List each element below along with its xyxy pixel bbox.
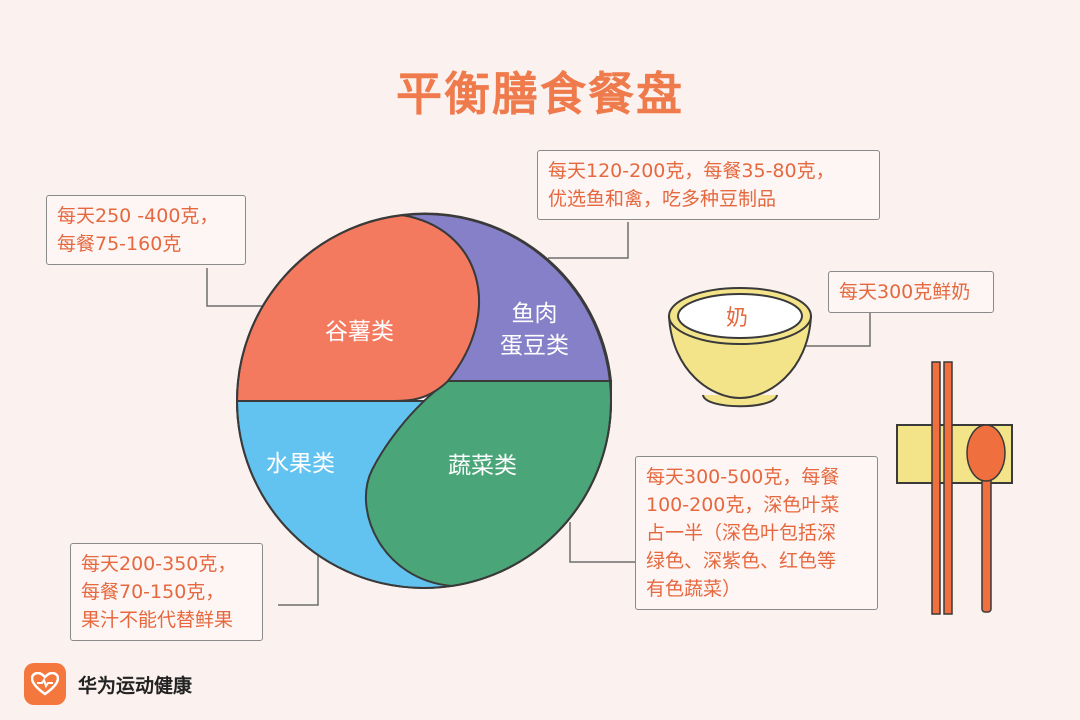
protein-label-line2: 蛋豆类 [500, 333, 569, 359]
vegetables-note-line: 每天300-500克，每餐 [646, 466, 840, 488]
grains-callout: 每天250 -400克， 每餐75-160克 [46, 195, 246, 265]
protein-label: 鱼肉 蛋豆类 [500, 298, 569, 362]
dairy-connector [780, 304, 871, 347]
grains-note-line: 每餐75-160克 [57, 233, 182, 255]
brand-footer: 华为运动健康 [24, 663, 192, 705]
grains-note-line: 每天250 -400克， [57, 205, 219, 227]
heart-logo-icon [24, 663, 66, 705]
grains-connector [206, 268, 262, 307]
fruit-label: 水果类 [266, 451, 335, 477]
milk-bowl-icon [667, 287, 813, 408]
vegetables-note-line: 有色蔬菜） [646, 578, 742, 600]
vegetables-label: 蔬菜类 [448, 453, 517, 479]
plate [235, 212, 613, 589]
vegetables-note-line: 100-200克，深色叶菜 [646, 494, 840, 516]
vegetables-connector [569, 522, 636, 563]
spoon-icon [966, 424, 1006, 613]
page-title: 平衡膳食餐盘 [396, 67, 684, 121]
milk-label: 奶 [726, 306, 749, 331]
vegetables-note-line: 占一半（深色叶包括深 [646, 522, 837, 544]
vegetables-note-line: 绿色、深紫色、红色等 [646, 550, 837, 572]
protein-label-line1: 鱼肉 [511, 301, 558, 327]
fruit-note-line: 每天200-350克， [81, 553, 237, 575]
brand-name: 华为运动健康 [78, 674, 193, 697]
vegetables-callout: 每天300-500克，每餐 100-200克，深色叶菜 占一半（深色叶包括深 绿… [635, 456, 878, 610]
chopsticks-icon [931, 361, 953, 615]
fruit-connector [278, 555, 319, 606]
fruit-note-line: 果汁不能代替鲜果 [81, 609, 234, 631]
protein-callout: 每天120-200克，每餐35-80克， 优选鱼和禽，吃多种豆制品 [537, 150, 880, 220]
dairy-note-line: 每天300克鲜奶 [839, 281, 971, 303]
fruit-callout: 每天200-350克， 每餐70-150克， 果汁不能代替鲜果 [70, 543, 263, 641]
protein-note-line: 优选鱼和禽，吃多种豆制品 [548, 188, 777, 210]
fruit-note-line: 每餐70-150克， [81, 581, 225, 603]
grains-sector [235, 213, 481, 402]
dairy-callout: 每天300克鲜奶 [828, 271, 994, 313]
grains-label: 谷薯类 [325, 319, 394, 345]
protein-connector [548, 222, 629, 259]
protein-note-line: 每天120-200克，每餐35-80克， [548, 160, 835, 182]
